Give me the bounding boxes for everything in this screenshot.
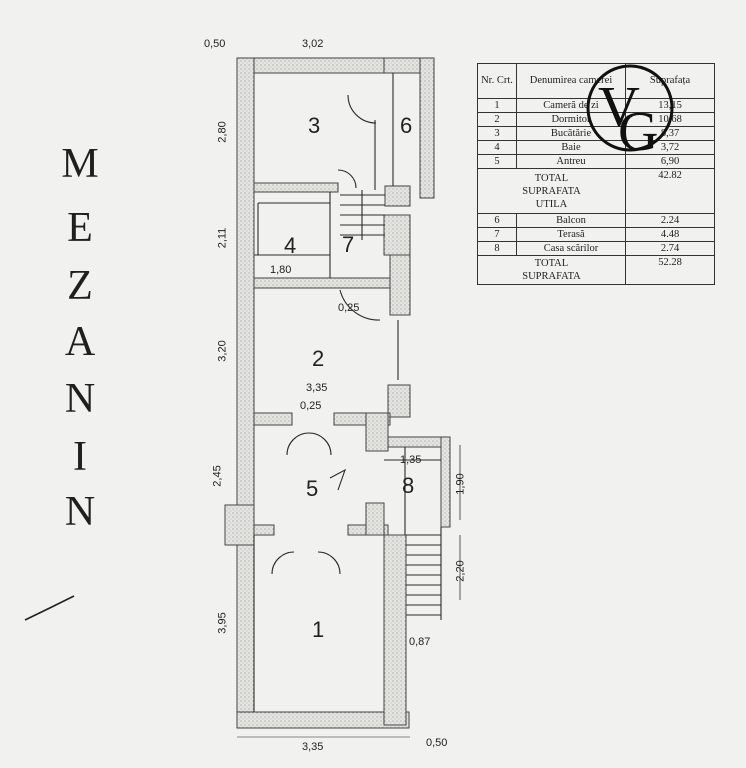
pen-stroke bbox=[24, 595, 75, 621]
room-number-5: 5 bbox=[306, 476, 319, 501]
side-letter: N bbox=[64, 376, 96, 422]
table-header: Nr. Crt. bbox=[477, 63, 517, 99]
total-label: TOTAL SUPRAFATA bbox=[477, 255, 626, 285]
door-swing bbox=[337, 169, 357, 189]
table-row: 7 Terasă 4.48 bbox=[477, 227, 715, 242]
table-total-row: TOTAL SUPRAFATA 52.28 bbox=[477, 255, 715, 285]
dimension: 0,87 bbox=[409, 636, 431, 648]
table-cell: Terasă bbox=[516, 227, 626, 242]
table-cell: 4 bbox=[477, 140, 517, 155]
table-cell: 2 bbox=[477, 112, 517, 127]
dimension: 2,45 bbox=[211, 465, 224, 487]
total-value: 52.28 bbox=[625, 255, 715, 285]
side-letter: Z bbox=[67, 263, 93, 309]
room-number-6: 6 bbox=[400, 113, 413, 138]
dimension: 1,35 bbox=[400, 454, 422, 466]
table-total-row: TOTAL SUPRAFATA UTILA 42.82 bbox=[477, 168, 715, 214]
table-cell: Balcon bbox=[516, 213, 626, 228]
logo-g: G bbox=[618, 101, 658, 158]
table-header-row: Nr. Crt. Denumirea camerei Suprafața bbox=[477, 63, 715, 99]
stairs-lower bbox=[406, 527, 442, 620]
door-swing bbox=[347, 94, 377, 124]
dimension: 3,35 bbox=[302, 741, 324, 753]
side-letter: A bbox=[64, 319, 96, 365]
table-cell: 2.74 bbox=[625, 241, 715, 256]
dimension: 0,25 bbox=[338, 302, 360, 314]
walls bbox=[224, 57, 451, 729]
side-letter: N bbox=[64, 489, 96, 535]
inner-lines bbox=[24, 73, 461, 738]
total-util-value: 42.82 bbox=[625, 168, 715, 214]
table-cell: 8 bbox=[477, 241, 517, 256]
table-cell: 7 bbox=[477, 227, 517, 242]
table-header: Denumirea camerei bbox=[516, 63, 626, 99]
door-swing bbox=[286, 432, 332, 456]
table-cell: 5 bbox=[477, 154, 517, 169]
table-cell: 3 bbox=[477, 126, 517, 141]
side-letter: I bbox=[73, 434, 87, 480]
side-letter: E bbox=[67, 205, 93, 251]
room-number-4: 4 bbox=[284, 233, 297, 258]
dimension: 1,80 bbox=[270, 264, 292, 276]
table-row: 5 Antreu 6,90 bbox=[477, 154, 715, 169]
table-row: 8 Casa scărilor 2.74 bbox=[477, 241, 715, 256]
dimension: 3,02 bbox=[302, 38, 324, 50]
room-number-7: 7 bbox=[342, 232, 355, 257]
dimension: 0,50 bbox=[204, 38, 226, 50]
dimension: 3,20 bbox=[216, 340, 229, 362]
vg-logo: V G bbox=[586, 64, 674, 158]
room-number-2: 2 bbox=[312, 346, 325, 371]
table-row: 6 Balcon 2.24 bbox=[477, 213, 715, 228]
table-cell: 2.24 bbox=[625, 213, 715, 228]
dimension: 2,11 bbox=[216, 227, 229, 249]
logo-v: V bbox=[598, 74, 640, 139]
dimension: 1,90 bbox=[454, 473, 467, 495]
table-cell: 6 bbox=[477, 213, 517, 228]
room-number-8: 8 bbox=[402, 473, 415, 498]
dimension: 3,35 bbox=[306, 382, 328, 394]
dimension: 3,95 bbox=[216, 612, 229, 634]
table-row: 4 Baie 3,72 bbox=[477, 140, 715, 155]
door-swing bbox=[329, 468, 346, 491]
room-number-3: 3 bbox=[308, 113, 321, 138]
table-row: 1 Cameră de zi 13,15 bbox=[477, 98, 715, 113]
door-swing bbox=[271, 551, 341, 575]
dimension: 0,25 bbox=[300, 400, 322, 412]
side-letter: M bbox=[61, 141, 99, 187]
area-table: Nr. Crt. Denumirea camerei Suprafața 1 C… bbox=[477, 63, 715, 285]
table-cell: 4.48 bbox=[625, 227, 715, 242]
room-number-1: 1 bbox=[312, 617, 325, 642]
table-row: 3 Bucătărie 8,37 bbox=[477, 126, 715, 141]
table-cell: Casa scărilor bbox=[516, 241, 626, 256]
door-swing bbox=[339, 289, 381, 321]
total-util-label: TOTAL SUPRAFATA UTILA bbox=[477, 168, 626, 214]
stairs-upper bbox=[340, 190, 385, 240]
dimension: 0,50 bbox=[426, 737, 448, 749]
dimension: 2,20 bbox=[454, 560, 467, 582]
table-cell: 1 bbox=[477, 98, 517, 113]
dimension: 2,80 bbox=[216, 121, 229, 143]
